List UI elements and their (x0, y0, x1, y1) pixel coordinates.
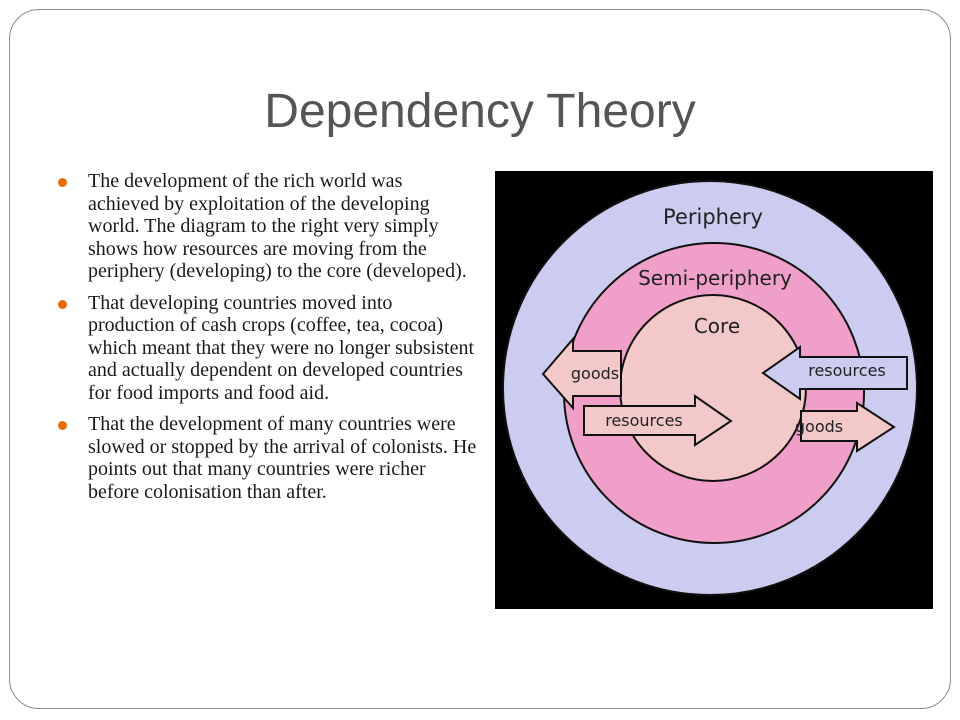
diagram-svg: Periphery Semi-periphery Core goods reso… (502, 180, 918, 596)
periphery-label: Periphery (663, 205, 763, 229)
goods-inflow-label: goods (795, 417, 843, 436)
bullet-dot-icon (58, 299, 67, 309)
bullet-text: That the development of many countries w… (88, 413, 477, 503)
resources-outflow-label: resources (808, 361, 886, 380)
goods-outflow-label: goods (571, 364, 619, 383)
goods-outflow-arrow (541, 336, 622, 411)
dependency-diagram: Periphery Semi-periphery Core goods reso… (495, 171, 933, 609)
goods-inflow-arrow (800, 401, 896, 453)
slide-title: Dependency Theory (264, 85, 696, 138)
core-label: Core (694, 314, 740, 338)
bullet-text: That developing countries moved into pro… (88, 291, 475, 404)
bullet-item: The development of the rich world was ac… (58, 170, 478, 283)
resources-inflow-label: resources (605, 411, 683, 430)
bullet-dot-icon (58, 178, 67, 187)
semi-periphery-label: Semi-periphery (638, 266, 792, 290)
resources-outflow-arrow (761, 345, 908, 401)
bullet-text: The development of the rich world was ac… (88, 170, 467, 282)
bullet-item: That the development of many countries w… (58, 413, 478, 503)
bullet-dot-icon (58, 421, 67, 430)
resources-inflow-arrow (583, 394, 733, 447)
bullet-list: The development of the rich world was ac… (58, 170, 478, 512)
bullet-item: That developing countries moved into pro… (58, 292, 478, 405)
